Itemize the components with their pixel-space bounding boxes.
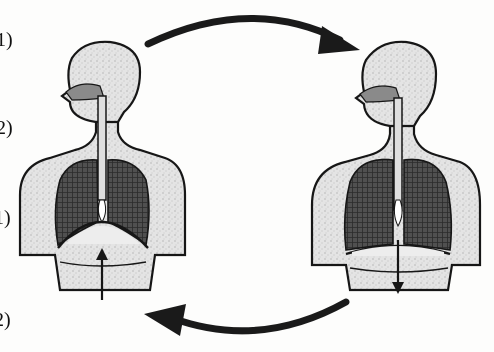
arrow-top-head	[318, 26, 360, 54]
arrow-bottom	[172, 302, 346, 331]
edge-label-1: 1)	[0, 30, 13, 50]
edge-label-4: 2)	[0, 310, 11, 330]
arrow-bottom-head	[144, 304, 186, 336]
figure-inhale	[312, 42, 480, 294]
arrow-top	[148, 18, 340, 44]
trachea-right	[394, 98, 402, 210]
trachea-left	[98, 96, 106, 200]
edge-label-2: 2)	[0, 118, 13, 138]
figure-exhale	[20, 42, 185, 300]
edge-label-3: 1)	[0, 208, 11, 228]
